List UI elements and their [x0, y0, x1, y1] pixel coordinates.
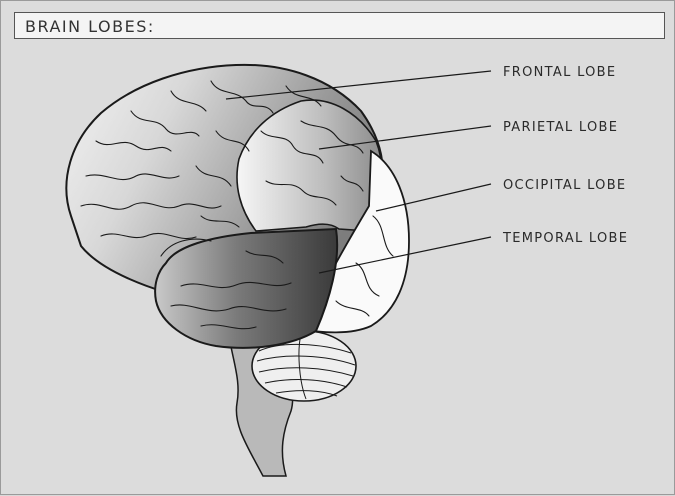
label-temporal-lobe: TEMPORAL LOBE: [503, 231, 628, 246]
label-occipital-lobe: OCCIPITAL LOBE: [503, 178, 626, 193]
label-parietal-lobe: PARIETAL LOBE: [503, 120, 618, 135]
label-frontal-lobe: FRONTAL LOBE: [503, 65, 616, 80]
